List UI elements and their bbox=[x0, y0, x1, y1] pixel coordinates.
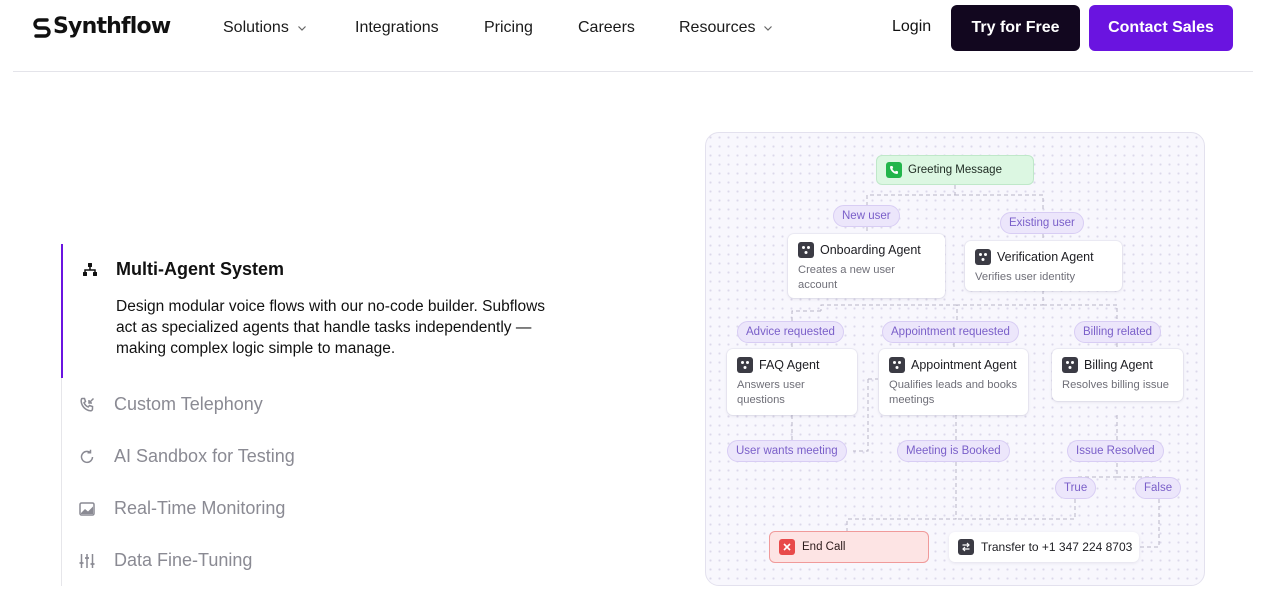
end-call-node[interactable]: End Call bbox=[769, 531, 929, 563]
feature-custom-telephony[interactable]: Custom Telephony bbox=[78, 394, 263, 415]
nav-resources-label: Resources bbox=[679, 19, 756, 36]
transfer-icon bbox=[958, 539, 974, 555]
feature-ai-sandbox[interactable]: AI Sandbox for Testing bbox=[78, 446, 295, 467]
pill-existing-user: Existing user bbox=[1000, 212, 1084, 234]
refresh-icon bbox=[80, 449, 94, 463]
end-call-label: End Call bbox=[802, 541, 846, 553]
pill-billing-related: Billing related bbox=[1074, 321, 1162, 343]
node-title: Billing Agent bbox=[1084, 358, 1153, 372]
pill-false: False bbox=[1135, 477, 1182, 499]
nav-resources[interactable]: Resources bbox=[679, 18, 773, 38]
feature-label: Data Fine-Tuning bbox=[114, 550, 253, 570]
node-title: Onboarding Agent bbox=[820, 243, 921, 257]
agent-icon bbox=[975, 249, 991, 265]
feature-title-active[interactable]: Multi-Agent System bbox=[116, 259, 285, 279]
logo-text: Synthflow bbox=[53, 14, 171, 39]
node-subtitle: Verifies user identity bbox=[975, 271, 1076, 283]
pill-issue-resolved: Issue Resolved bbox=[1067, 440, 1164, 462]
node-title: Verification Agent bbox=[997, 250, 1094, 264]
phone-icon bbox=[886, 162, 902, 178]
hierarchy-icon bbox=[83, 263, 97, 276]
try-for-free-button[interactable]: Try for Free bbox=[951, 5, 1080, 51]
nav-divider bbox=[13, 71, 1253, 72]
node-subtitle: Qualifies leads and books meetings bbox=[889, 379, 1018, 406]
chevron-down-icon bbox=[764, 26, 773, 31]
feature-label: AI Sandbox for Testing bbox=[114, 446, 295, 466]
agent-icon bbox=[1062, 357, 1078, 373]
pill-true: True bbox=[1055, 477, 1097, 499]
agent-icon bbox=[798, 242, 814, 258]
synthflow-logo[interactable]: Synthflow bbox=[33, 14, 171, 39]
onboarding-agent-node[interactable]: Onboarding Agent Creates a new user acco… bbox=[788, 234, 945, 298]
nav-solutions[interactable]: Solutions bbox=[223, 18, 307, 38]
node-title: FAQ Agent bbox=[759, 358, 820, 372]
top-navigation: Synthflow Solutions Integrations Pricing… bbox=[0, 0, 1272, 72]
feature-rail bbox=[61, 244, 62, 586]
node-subtitle: Answers user questions bbox=[737, 379, 805, 406]
nav-pricing[interactable]: Pricing bbox=[484, 18, 533, 38]
pill-new-user: New user bbox=[833, 205, 900, 227]
agent-icon bbox=[889, 357, 905, 373]
pill-appointment-requested: Appointment requested bbox=[882, 321, 1019, 343]
transfer-node[interactable]: Transfer to +1 347 224 8703 bbox=[949, 532, 1139, 562]
nav-careers-label: Careers bbox=[578, 19, 635, 36]
nav-careers[interactable]: Careers bbox=[578, 18, 635, 38]
faq-agent-node[interactable]: FAQ Agent Answers user questions bbox=[727, 349, 857, 415]
image-chart-icon bbox=[79, 501, 95, 516]
node-subtitle: Creates a new user account bbox=[798, 264, 896, 291]
feature-label: Real-Time Monitoring bbox=[114, 498, 286, 518]
login-link[interactable]: Login bbox=[892, 18, 932, 35]
greeting-message-node[interactable]: Greeting Message bbox=[876, 155, 1034, 185]
greeting-label: Greeting Message bbox=[908, 164, 1002, 176]
chevron-down-icon bbox=[297, 26, 306, 31]
feature-label: Custom Telephony bbox=[114, 394, 263, 414]
sliders-icon bbox=[79, 553, 95, 568]
contact-sales-button[interactable]: Contact Sales bbox=[1089, 5, 1233, 51]
agent-icon bbox=[737, 357, 753, 373]
pill-advice-requested: Advice requested bbox=[737, 321, 844, 343]
nav-integrations-label: Integrations bbox=[355, 19, 439, 36]
appointment-agent-node[interactable]: Appointment Agent Qualifies leads and bo… bbox=[879, 349, 1028, 415]
node-title: Appointment Agent bbox=[911, 358, 1017, 372]
nav-integrations[interactable]: Integrations bbox=[355, 18, 439, 38]
feature-description: Design modular voice flows with our no-c… bbox=[116, 298, 546, 357]
phone-hangup-icon bbox=[779, 539, 795, 555]
verification-agent-node[interactable]: Verification Agent Verifies user identit… bbox=[965, 241, 1122, 291]
nav-pricing-label: Pricing bbox=[484, 19, 533, 36]
nav-solutions-label: Solutions bbox=[223, 19, 289, 36]
agent-flow-diagram: Greeting Message New user Existing user … bbox=[705, 132, 1205, 586]
billing-agent-node[interactable]: Billing Agent Resolves billing issue bbox=[1052, 349, 1183, 401]
transfer-label: Transfer to +1 347 224 8703 bbox=[981, 540, 1133, 554]
phone-incoming-icon bbox=[80, 397, 95, 412]
feature-data-fine-tuning[interactable]: Data Fine-Tuning bbox=[78, 550, 252, 571]
pill-meeting-booked: Meeting is Booked bbox=[897, 440, 1010, 462]
synthflow-logo-mark-icon bbox=[33, 17, 51, 38]
feature-real-time-monitoring[interactable]: Real-Time Monitoring bbox=[78, 498, 285, 519]
node-subtitle: Resolves billing issue bbox=[1062, 379, 1169, 391]
pill-user-wants-meeting: User wants meeting bbox=[727, 440, 847, 462]
feature-rail-active-indicator bbox=[61, 244, 63, 378]
